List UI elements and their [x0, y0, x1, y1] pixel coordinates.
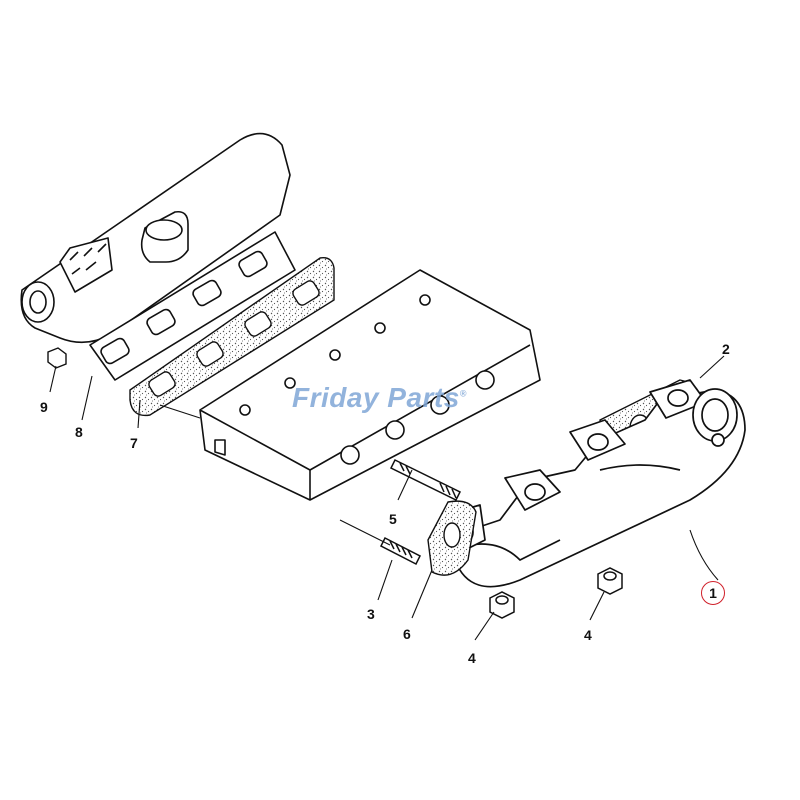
nut-b: [597, 567, 623, 595]
stud-short: [379, 536, 422, 566]
nut-a: [489, 591, 515, 619]
callout-8: 7: [130, 435, 138, 451]
callout-1: 1: [701, 581, 725, 605]
flange-gasket: [427, 500, 477, 576]
leader-lines: [49, 355, 725, 641]
watermark-text: Friday Parts: [292, 382, 460, 413]
callout-4-right: 4: [584, 627, 592, 643]
intake-manifold: [20, 132, 296, 381]
callout-2: 2: [722, 341, 730, 357]
watermark-registered-mark: ®: [459, 388, 467, 399]
stud-long: [389, 458, 462, 502]
nut-intake: [47, 347, 67, 369]
callout-3: 3: [367, 606, 375, 622]
callout-9: 9: [40, 399, 48, 415]
callout-7: 8: [75, 424, 83, 440]
callout-4-left: 4: [468, 650, 476, 666]
exhaust-manifold: [444, 379, 746, 588]
brand-watermark: Friday Parts®: [292, 382, 467, 414]
intake-gasket: [129, 257, 335, 417]
cylinder-head: [199, 269, 541, 501]
callout-5: 5: [389, 511, 397, 527]
callout-6: 6: [403, 626, 411, 642]
